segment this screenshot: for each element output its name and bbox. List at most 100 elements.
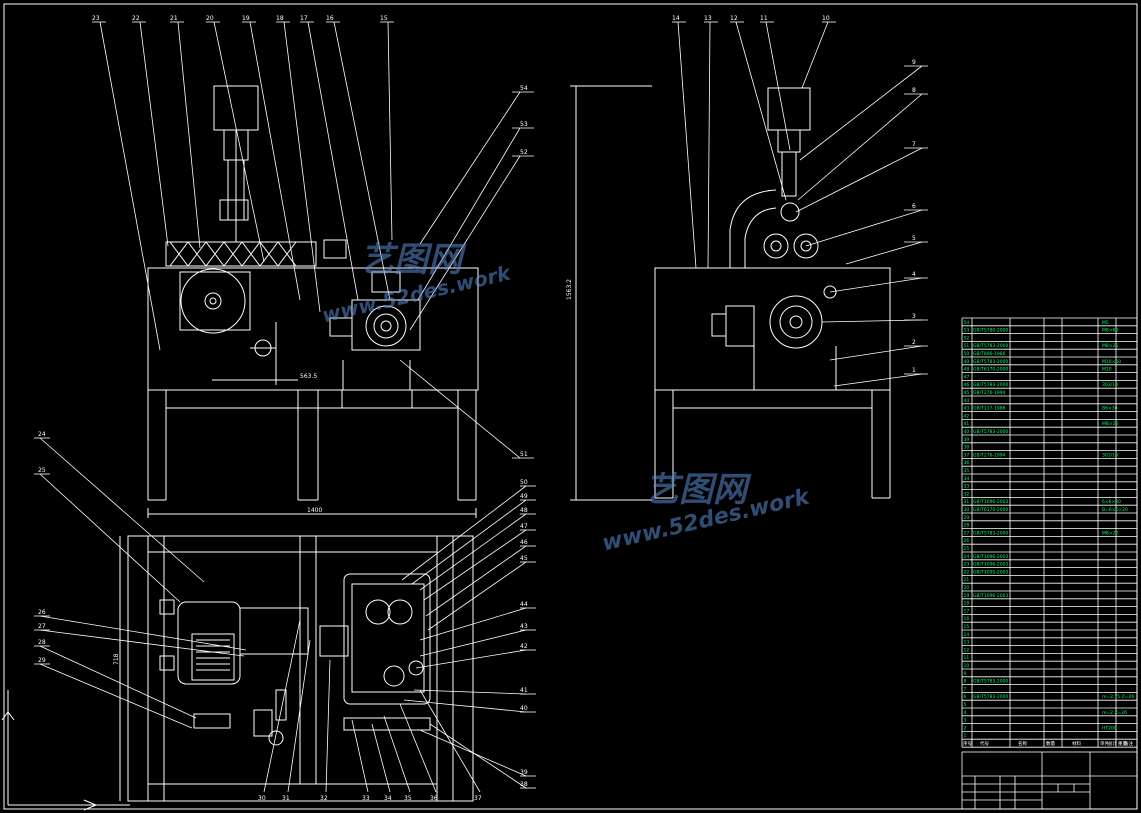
bom-header-cell: 单件 [1100,740,1109,747]
bom-row-code: GB/T5783-2000 [973,343,1009,349]
bom-row-number: 18 [964,601,970,607]
bom-row-number: 35 [964,468,970,474]
bom-row-remark: M8×20 [1102,530,1118,536]
callout-20: 20 [206,15,214,22]
bom-row-number: 28 [964,523,970,529]
bom-row-number: 47 [964,374,970,380]
bom-row-code: GB/T1096-2003 [973,562,1009,568]
bom-row-number: 46 [964,382,970,388]
bom-row-number: 3 [964,718,967,724]
bom-row-code: GB/T896-1986 [973,351,1006,357]
bom-row-code: GB/T5783-2000 [973,694,1009,700]
callout-7: 7 [912,141,916,148]
callout-50: 50 [520,479,528,486]
plan-depth-dim: 718 [113,653,120,665]
callout-5: 5 [912,235,916,242]
front-width-dim: 1400 [307,507,322,514]
bom-row-number: 54 [964,320,970,326]
callout-51: 51 [520,451,528,458]
callout-40: 40 [520,705,528,712]
bom-row-number: 8 [964,679,967,685]
bom-header-cell: 序号 [963,740,972,747]
side-view [570,85,891,501]
callout-47: 47 [520,523,528,530]
callout-18: 18 [276,15,284,22]
bom-row-number: 13 [964,640,970,646]
callout-30: 30 [258,795,266,802]
bom-row-number: 23 [964,562,970,568]
plan-view [119,535,474,802]
bom-row-number: 48 [964,367,970,373]
bom-row-number: 24 [964,554,970,560]
bom-row-code: GB/T117-1986 [973,406,1006,412]
bom-header-cell: 名称 [1018,740,1027,747]
bom-row-number: 21 [964,577,970,583]
leader-lines [34,21,928,793]
callout-48: 48 [520,507,528,514]
title-block [961,751,1138,810]
bom-row-number: 14 [964,632,970,638]
bom-row-code: GB/T5780-2000 [973,328,1009,334]
callout-35: 35 [404,795,412,802]
bom-row-remark: M10 [1102,367,1112,373]
bom-row-number: 37 [964,452,970,458]
bom-row-number: 44 [964,398,970,404]
callout-10: 10 [822,15,830,22]
bom-row-number: 26 [964,538,970,544]
bom-row-number: 38 [964,445,970,451]
bom-row-number: 9 [964,671,967,677]
callout-41: 41 [520,687,528,694]
callout-14: 14 [672,15,680,22]
bom-row-number: 29 [964,515,970,521]
bom-row-number: 22 [964,569,970,575]
callout-42: 42 [520,643,528,650]
bom-row-number: 33 [964,484,970,490]
bom-row-number: 10 [964,663,970,669]
callout-24: 24 [38,431,46,438]
callout-16: 16 [326,15,334,22]
callout-45: 45 [520,555,528,562]
bom-row-code: GB/T1096-2003 [973,554,1009,560]
callout-31: 31 [282,795,290,802]
bom-row-number: 52 [964,335,970,341]
bom-header-cell: 材料 [1072,740,1081,747]
callout-13: 13 [704,15,712,22]
bom-row-number: 32 [964,491,970,497]
bom-row-number: 19 [964,593,970,599]
bom-row-number: 39 [964,437,970,443]
bom-row-code: GB/T6170-2000 [973,367,1009,373]
front-view [147,85,479,518]
bom-row-number: 51 [964,343,970,349]
bom-row-remark: M5 [1102,320,1109,326]
callout-9: 9 [912,59,916,66]
callout-3: 3 [912,313,916,320]
bom-row-code: GB/T5783-2000 [973,679,1009,685]
bom-row-number: 40 [964,429,970,435]
bom-row-number: 30 [964,507,970,513]
callout-26: 26 [38,609,46,616]
callout-8: 8 [912,87,916,94]
callout-6: 6 [912,203,916,210]
callout-46: 46 [520,539,528,546]
bom-row-number: 50 [964,351,970,357]
callout-54: 54 [520,85,528,92]
bom-row-number: 5 [964,702,967,708]
callout-36: 36 [430,795,438,802]
bom-row-number: 25 [964,546,970,552]
callout-53: 53 [520,121,528,128]
callout-2: 2 [912,339,916,346]
bom-table [961,317,1138,748]
bom-row-number: 49 [964,359,970,365]
bom-row-number: 1 [964,733,967,739]
bom-row-number: 53 [964,328,970,334]
bom-row-number: 2 [964,725,967,731]
bom-row-number: 7 [964,686,967,692]
callout-29: 29 [38,657,46,664]
bom-row-code: GB/T1096-2003 [973,499,1009,505]
bom-row-number: 42 [964,413,970,419]
callout-1: 1 [912,367,916,374]
bom-row-number: 36 [964,460,970,466]
